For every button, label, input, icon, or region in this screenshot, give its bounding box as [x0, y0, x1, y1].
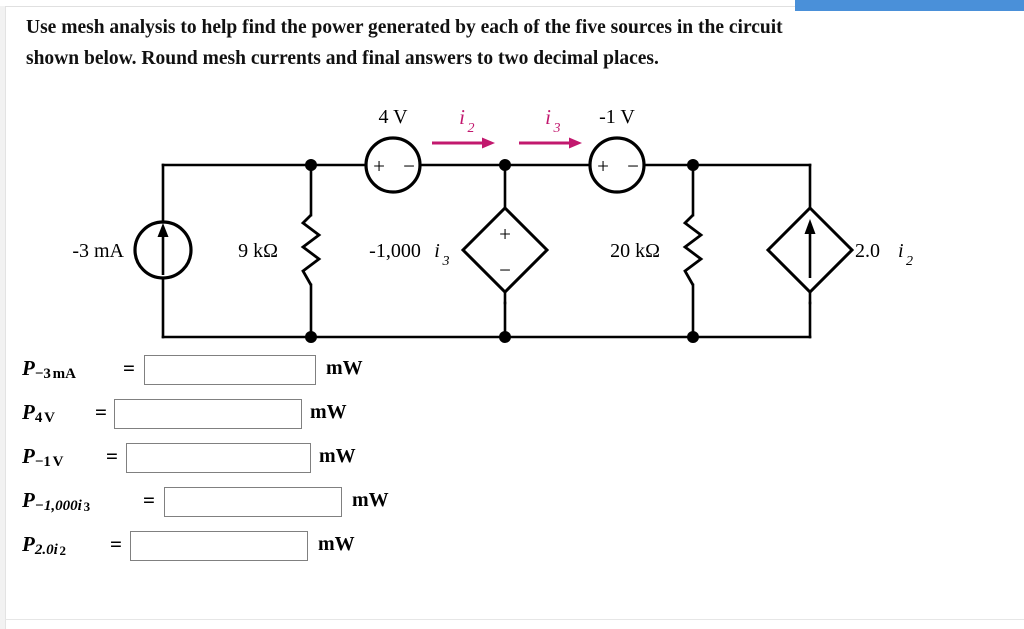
label-p-4v: P4 V	[22, 400, 55, 427]
label-dep-v-variable: i	[434, 240, 440, 262]
p-symbol: P	[22, 488, 35, 512]
label-4v: 4 V	[378, 106, 408, 128]
p-subscript-main: −3	[34, 366, 51, 382]
unit-mw: mW	[319, 445, 356, 467]
answer-list: P−3 mA = mW P4 V = mW P−1 V = mW P−1,000…	[22, 352, 622, 572]
node-dot-bot-20k	[687, 331, 699, 343]
answer-input-p-neg3ma[interactable]	[144, 355, 316, 385]
p-subscript-main: −1	[34, 454, 51, 470]
problem-line-1: Use mesh analysis to help find the power…	[26, 17, 783, 38]
arrow-up-icon	[804, 219, 816, 234]
voltage-source-4v: + − 4 V	[364, 106, 422, 194]
p-subscript-main: 4	[34, 410, 43, 426]
resistor-zigzag	[682, 214, 704, 286]
p-subscript-main: −1,000i	[34, 498, 82, 514]
node-dot-top-20k	[687, 159, 699, 171]
node-dot-bot-mid	[499, 331, 511, 343]
answer-row-p-neg3ma: P−3 mA = mW	[22, 352, 622, 396]
problem-line-2: shown below. Round mesh currents and fin…	[26, 48, 659, 69]
equals-sign: =	[95, 400, 107, 424]
label-dep-i-subscript: 2	[906, 254, 913, 269]
arrow-right-icon	[482, 137, 495, 149]
page-left-border	[0, 6, 6, 629]
mesh-current-i2: i 2	[432, 105, 495, 149]
equals-sign: =	[110, 532, 122, 556]
label-dep-v-subscript: 3	[442, 254, 450, 269]
answer-input-p-neg1000i3[interactable]	[164, 487, 342, 517]
label-neg3ma: -3 mA	[72, 240, 124, 262]
polarity-minus-neg1v: −	[627, 154, 639, 178]
label-p-20i2: P2.0i 2	[22, 532, 66, 559]
independent-current-source-neg3ma: -3 mA	[72, 220, 193, 280]
dependent-current-source-2i2: 2.0 i 2	[765, 205, 913, 295]
label-p-neg1000i3: P−1,000i 3	[22, 488, 90, 515]
unit-mw: mW	[310, 401, 347, 423]
label-neg1v: -1 V	[599, 106, 635, 128]
answer-input-p-neg1v[interactable]	[126, 443, 311, 473]
label-20k: 20 kΩ	[610, 240, 660, 262]
equals-sign: =	[106, 444, 118, 468]
voltage-source-neg1v: + − -1 V	[588, 106, 646, 194]
label-9k: 9 kΩ	[238, 240, 278, 262]
circuit-diagram: -3 mA 9 kΩ + − 4 V + − -1,000 i 3 + −	[72, 105, 913, 343]
label-p-neg3ma: P−3 mA	[22, 356, 76, 383]
p-symbol: P	[22, 532, 35, 556]
p-subscript-tail: 3	[83, 499, 91, 514]
p-subscript-main: 2.0i	[34, 542, 58, 558]
answer-input-p-4v[interactable]	[114, 399, 302, 429]
mesh-current-i3-subscript: 3	[553, 121, 561, 136]
polarity-plus-4v: +	[373, 154, 385, 178]
label-dep-v-coefficient: -1,000	[369, 240, 421, 262]
answer-row-p-4v: P4 V = mW	[22, 396, 622, 440]
label-dep-i-coefficient: 2.0	[855, 240, 880, 262]
unit-mw: mW	[318, 533, 355, 555]
page-top-border	[5, 6, 1024, 7]
problem-statement: Use mesh analysis to help find the power…	[26, 12, 1008, 74]
p-symbol: P	[22, 400, 35, 424]
page-bottom-border	[5, 619, 1024, 620]
polarity-minus-dep-v: −	[499, 258, 511, 282]
unit-mw: mW	[352, 489, 389, 511]
dependent-voltage-source-neg1000i3: + − -1,000 i 3	[369, 205, 550, 295]
arrow-up-icon	[157, 223, 169, 237]
node-dot-bot-9k	[305, 331, 317, 343]
p-subscript-tail: V	[52, 454, 64, 470]
p-subscript-tail: 2	[59, 543, 67, 558]
resistor-zigzag	[300, 214, 322, 286]
unit-mw: mW	[326, 357, 363, 379]
accent-bar	[795, 0, 1024, 11]
answer-row-p-neg1v: P−1 V = mW	[22, 440, 622, 484]
label-dep-i-variable: i	[898, 240, 904, 262]
equals-sign: =	[123, 356, 135, 380]
node-dot-top-mid	[499, 159, 511, 171]
node-dots	[305, 159, 699, 343]
polarity-plus-neg1v: +	[597, 154, 609, 178]
arrow-right-icon	[569, 137, 582, 149]
mesh-current-i3: i 3	[519, 105, 582, 149]
mesh-current-i2-variable: i	[459, 105, 465, 129]
polarity-plus-dep-v: +	[499, 222, 511, 246]
label-p-neg1v: P−1 V	[22, 444, 64, 471]
p-symbol: P	[22, 356, 35, 380]
resistor-9k: 9 kΩ	[238, 214, 322, 286]
answer-input-p-20i2[interactable]	[130, 531, 308, 561]
equals-sign: =	[143, 488, 155, 512]
polarity-minus-4v: −	[403, 154, 415, 178]
p-symbol: P	[22, 444, 35, 468]
answer-row-p-neg1000i3: P−1,000i 3 = mW	[22, 484, 622, 528]
mesh-current-i2-subscript: 2	[468, 121, 475, 136]
p-subscript-tail: V	[44, 410, 55, 426]
answer-row-p-20i2: P2.0i 2 = mW	[22, 528, 622, 572]
p-subscript-tail: mA	[52, 366, 76, 382]
mesh-current-i3-variable: i	[545, 105, 551, 129]
resistor-20k: 20 kΩ	[610, 214, 704, 286]
node-dot-top-9k	[305, 159, 317, 171]
